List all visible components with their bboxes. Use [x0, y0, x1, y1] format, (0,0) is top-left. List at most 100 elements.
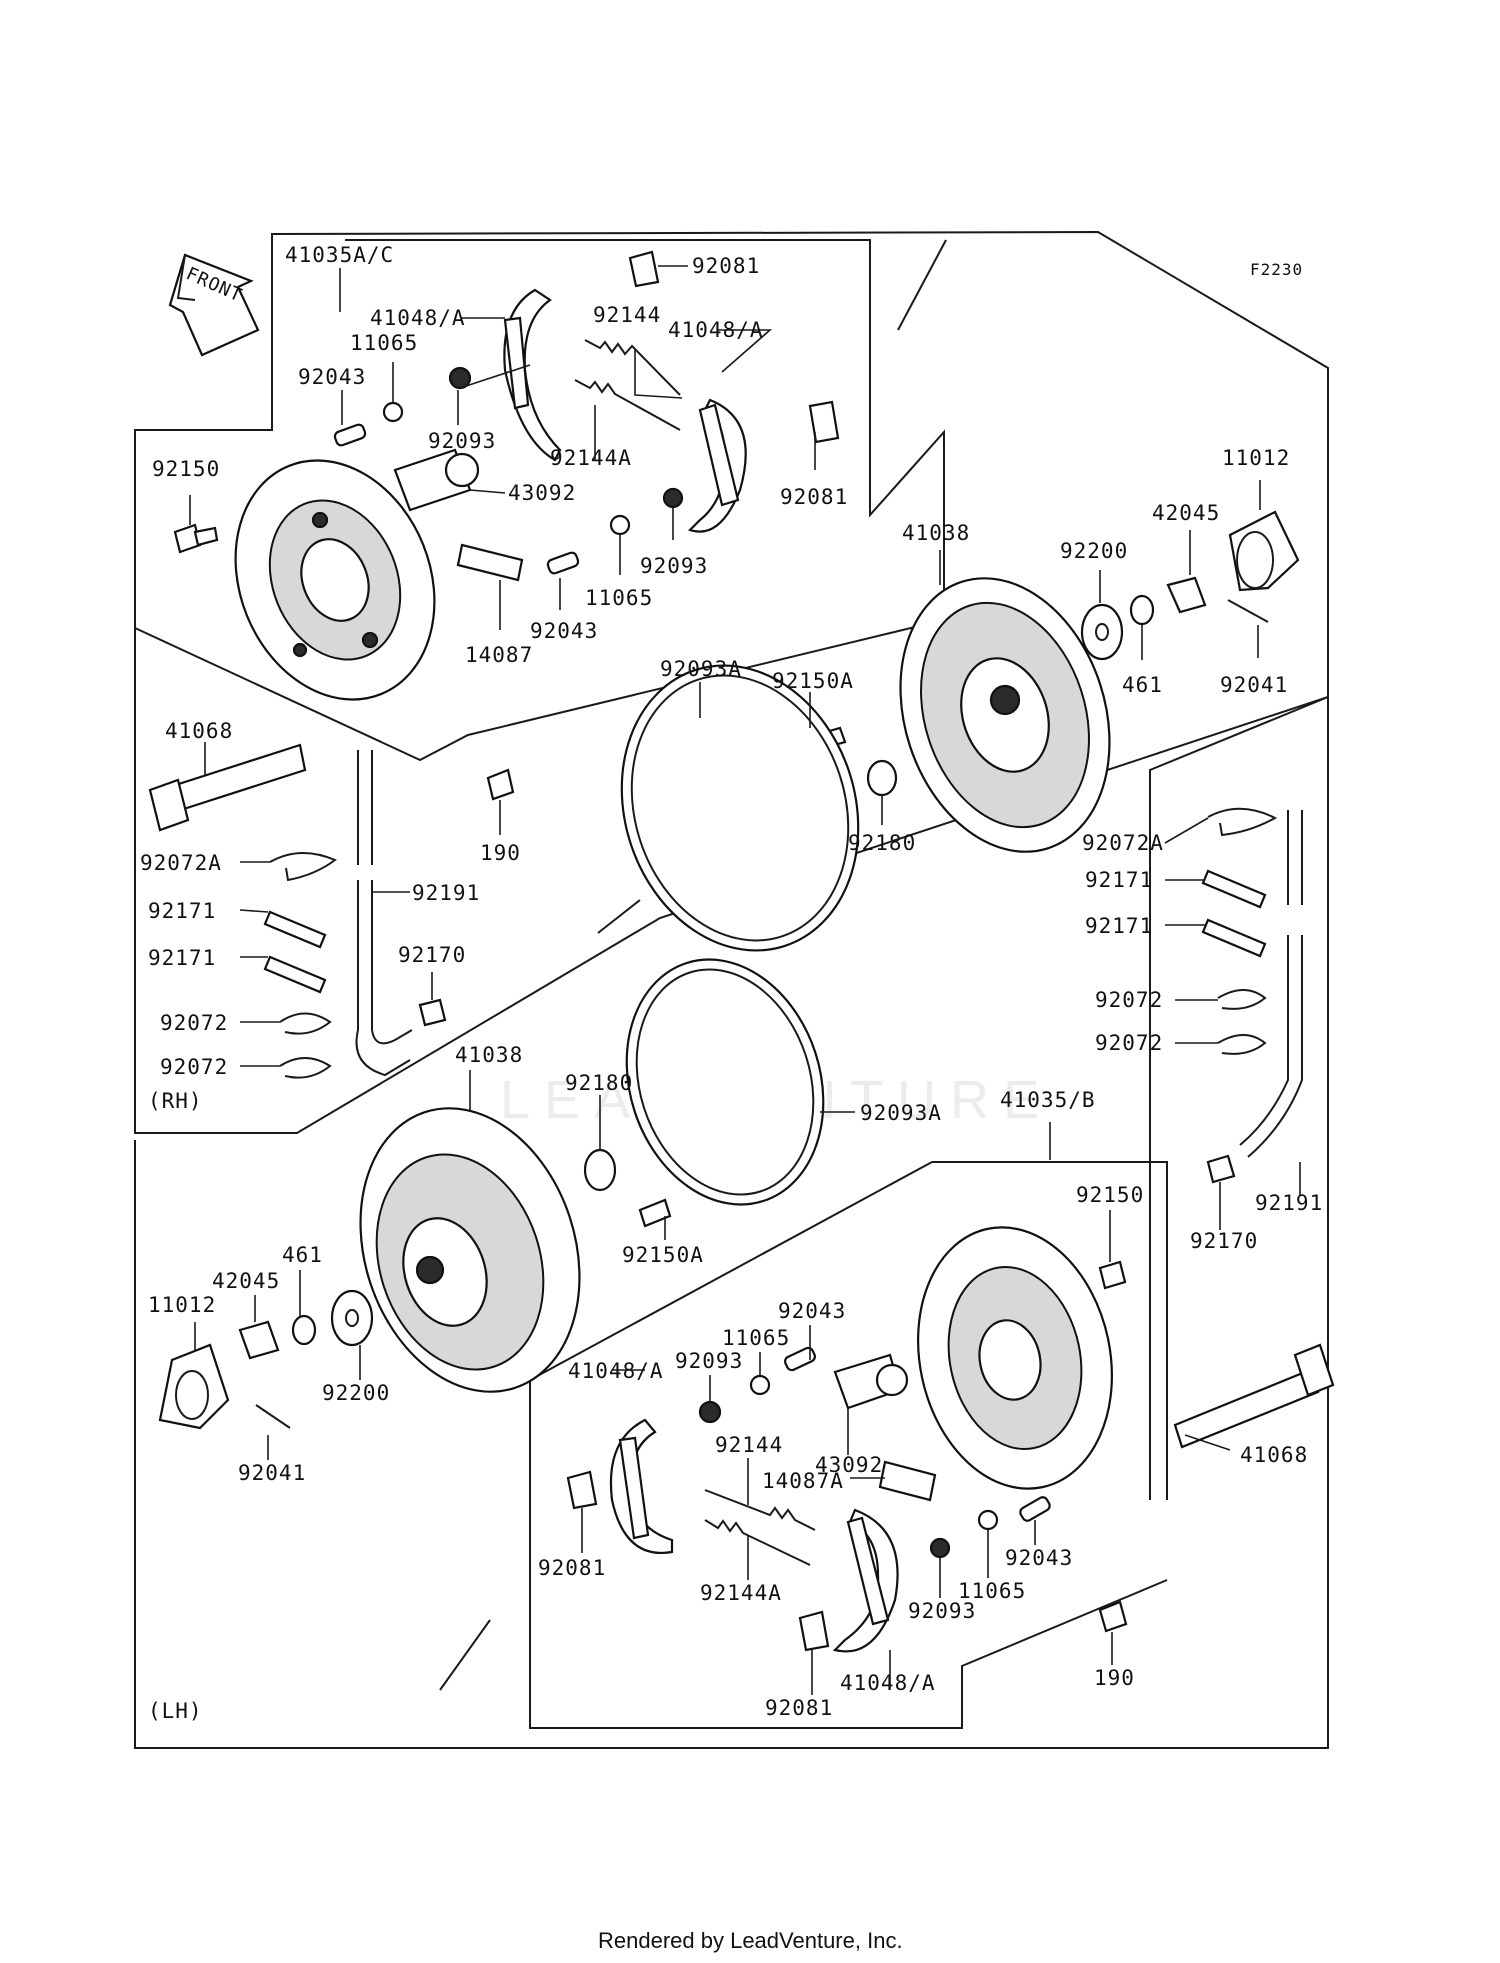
label-41068: 41068	[1240, 1443, 1308, 1467]
bolt-92150-rh	[173, 523, 219, 554]
label-92072a: 92072A	[140, 851, 222, 875]
lockwasher-461-lh	[291, 1314, 317, 1346]
label-92150: 92150	[1076, 1183, 1144, 1207]
adjuster-14087a	[878, 1460, 937, 1502]
clip-92081-lh-1	[566, 1470, 598, 1510]
clip-92081-rh-1	[628, 250, 660, 288]
label-92171: 92171	[1085, 868, 1153, 892]
wheel-cylinder-rh	[393, 448, 480, 512]
label-14087: 14087	[465, 643, 533, 667]
rh-inner-frame	[134, 239, 945, 762]
brake-drum-rh	[899, 577, 1111, 853]
label-11065: 11065	[350, 331, 418, 355]
label-92072: 92072	[1095, 1031, 1163, 1055]
clip-92081-rh-2	[808, 400, 840, 444]
label-41068: 41068	[165, 719, 233, 743]
label-92150: 92150	[152, 457, 220, 481]
label-41048a: 41048/A	[840, 1671, 936, 1695]
label-461: 461	[1122, 673, 1163, 697]
label-42045: 42045	[1152, 501, 1220, 525]
brake-drum-lh	[359, 1107, 581, 1393]
label-92043: 92043	[1005, 1546, 1073, 1570]
front-arrow-icon: FRONT	[168, 253, 260, 357]
label-92144: 92144	[593, 303, 661, 327]
clamp-92170-rh	[418, 998, 447, 1027]
clamp-92072-rh-1	[279, 1012, 332, 1035]
axle-41068-rh	[148, 743, 307, 832]
cotter-92041-rh	[1227, 599, 1269, 623]
washer-92093-rh-2	[662, 487, 684, 509]
lockwasher-461-rh	[1129, 594, 1155, 626]
label-92043: 92043	[298, 365, 366, 389]
label-43092: 43092	[815, 1453, 883, 1477]
adjuster-14087	[456, 543, 524, 582]
clip-92081-lh-2	[798, 1610, 830, 1652]
pin-92043-rh-1	[333, 423, 367, 447]
label-14087a: 14087A	[762, 1469, 844, 1493]
label-92093: 92093	[428, 429, 496, 453]
spring-92144-rh	[584, 339, 681, 396]
bolt-190-rh	[486, 768, 515, 801]
label-461: 461	[282, 1243, 323, 1267]
clamp-92072-rh-2	[279, 1057, 332, 1079]
label-11012: 11012	[148, 1293, 216, 1317]
label-41048a: 41048/A	[370, 306, 466, 330]
label-92171: 92171	[148, 899, 216, 923]
bolt-92150-lh	[1098, 1260, 1127, 1290]
part-labels: 41035A/C 92081 41048/A 92144 41048/A 110…	[140, 243, 1322, 1720]
label-92144: 92144	[715, 1433, 783, 1457]
plate-92171-lh-1	[1201, 869, 1267, 909]
oring-92180-lh	[583, 1148, 617, 1192]
brake-shoe-lh-2	[832, 1508, 899, 1653]
washer-92200-lh	[330, 1289, 374, 1347]
washer-11065-rh-1	[382, 401, 404, 423]
label-92041: 92041	[1220, 673, 1288, 697]
label-92043: 92043	[778, 1299, 846, 1323]
label-11012: 11012	[1222, 446, 1290, 470]
label-92081: 92081	[765, 1696, 833, 1720]
label-41035b: 41035/B	[1000, 1088, 1096, 1112]
label-92170: 92170	[398, 943, 466, 967]
label-41048a: 41048/A	[568, 1359, 664, 1383]
oring-92180-rh	[866, 759, 898, 797]
label-41035ac: 41035A/C	[285, 243, 394, 267]
label-92072: 92072	[1095, 988, 1163, 1012]
footer-credit: Rendered by LeadVenture, Inc.	[598, 1928, 903, 1953]
label-92093: 92093	[640, 554, 708, 578]
pin-92043-lh-1	[783, 1346, 817, 1372]
cap-11012-rh	[1228, 510, 1300, 592]
backing-plate-lh	[917, 1226, 1113, 1490]
label-92093: 92093	[908, 1599, 976, 1623]
seal-92093a-lh	[625, 958, 825, 1206]
label-92191: 92191	[412, 881, 480, 905]
clamp-92072a-lh	[1207, 807, 1278, 837]
washer-11065-lh-2	[977, 1509, 999, 1531]
label-42045: 42045	[212, 1269, 280, 1293]
label-41038: 41038	[902, 521, 970, 545]
label-92093a: 92093A	[860, 1101, 942, 1125]
label-11065: 11065	[585, 586, 653, 610]
label-92200: 92200	[1060, 539, 1128, 563]
label-92171: 92171	[1085, 914, 1153, 938]
side-label-lh: (LH)	[148, 1699, 203, 1723]
cotter-92041-lh	[255, 1404, 291, 1429]
axle-41068-lh	[1173, 1343, 1335, 1449]
nut-42045-rh	[1166, 576, 1207, 614]
label-92043: 92043	[530, 619, 598, 643]
pin-92043-rh-2	[546, 551, 580, 575]
label-92144a: 92144A	[550, 446, 632, 470]
stud-92150a-lh	[638, 1198, 672, 1228]
label-41048a: 41048/A	[668, 318, 764, 342]
brake-shoe-rh-2	[687, 398, 747, 533]
label-11065: 11065	[958, 1579, 1026, 1603]
label-92081: 92081	[538, 1556, 606, 1580]
nut-42045-lh	[238, 1320, 280, 1360]
label-43092: 43092	[508, 481, 576, 505]
brake-shoe-rh-1	[503, 288, 562, 462]
plate-92171-rh-1	[263, 910, 327, 949]
pin-92043-lh-2	[1019, 1496, 1051, 1522]
label-92093a: 92093A	[660, 657, 742, 681]
label-92072a: 92072A	[1082, 831, 1164, 855]
label-92170: 92170	[1190, 1229, 1258, 1253]
seal-92093a-rh	[620, 664, 860, 952]
